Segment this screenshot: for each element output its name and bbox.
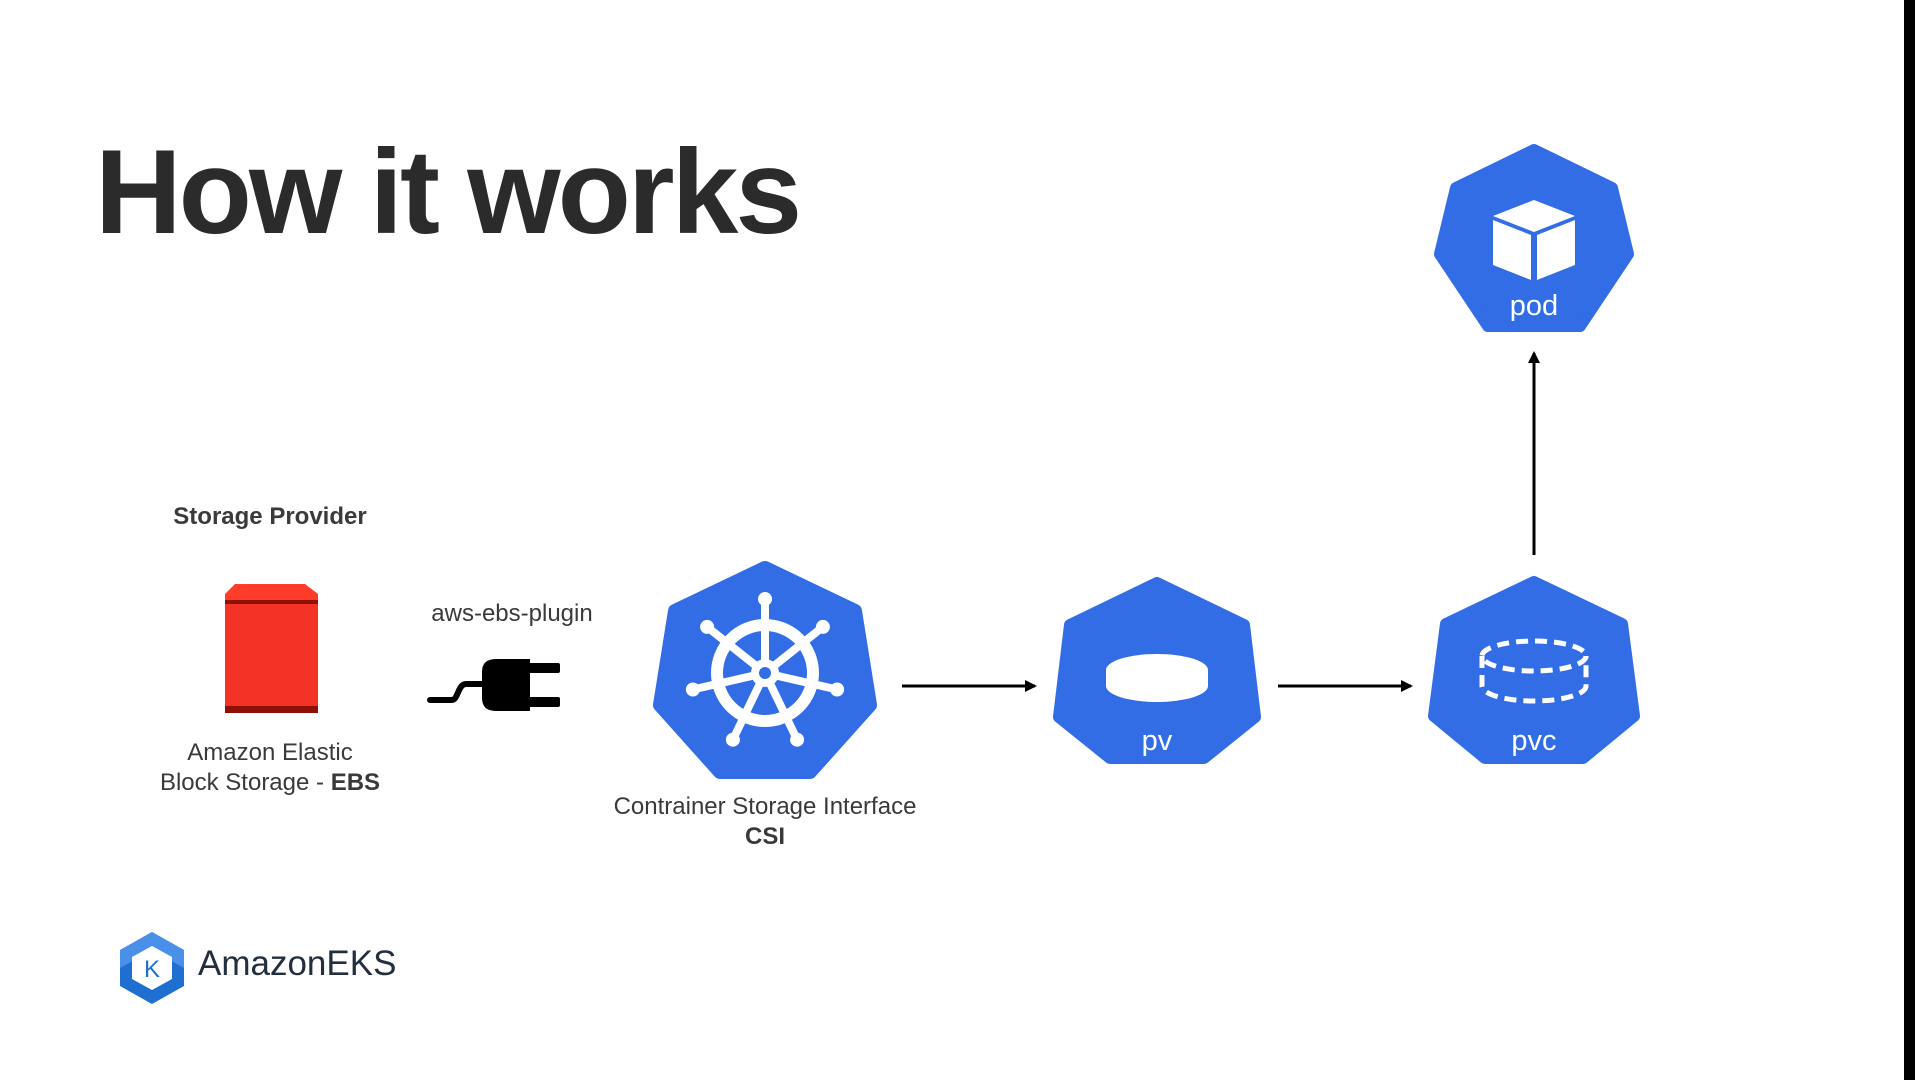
pv-label: pv bbox=[1141, 725, 1173, 757]
csi-caption: Contrainer Storage Interface CSI bbox=[580, 792, 950, 852]
storage-provider-heading: Storage Provider bbox=[173, 503, 367, 530]
plugin-label: aws-ebs-plugin bbox=[431, 600, 593, 627]
cube-icon bbox=[1493, 200, 1575, 280]
ebs-caption: Amazon Elastic Block Storage - EBS bbox=[120, 738, 420, 798]
ebs-caption-line2: Block Storage - EBS bbox=[120, 768, 420, 798]
brand-eks: EKS bbox=[326, 944, 397, 983]
brand-amazon: Amazon bbox=[198, 944, 327, 983]
ebs-caption-line1: Amazon Elastic bbox=[187, 739, 353, 766]
power-plug-icon bbox=[427, 659, 560, 711]
csi-caption-acronym: CSI bbox=[744, 823, 785, 850]
pv-node bbox=[1053, 577, 1261, 764]
volume-claim-dashed-icon bbox=[1479, 638, 1589, 704]
pod-node bbox=[1434, 144, 1634, 332]
svg-text:K: K bbox=[144, 956, 160, 983]
right-edge-border bbox=[1904, 0, 1915, 1080]
ebs-caption-prefix: Block Storage - bbox=[159, 769, 331, 796]
kubernetes-helm-icon bbox=[685, 592, 845, 747]
page-title: How it works bbox=[95, 125, 802, 259]
pod-label: pod bbox=[1509, 290, 1559, 322]
ebs-caption-acronym: EBS bbox=[330, 769, 381, 796]
pvc-node bbox=[1428, 576, 1640, 764]
amazon-eks-brand: AmazonEKS bbox=[198, 946, 396, 981]
volume-disk-icon bbox=[1106, 654, 1208, 702]
amazon-eks-logo-icon: K bbox=[120, 932, 184, 1004]
ebs-volume-icon bbox=[225, 584, 318, 713]
pvc-label: pvc bbox=[1511, 725, 1557, 757]
csi-node bbox=[653, 561, 877, 779]
csi-caption-line1: Contrainer Storage Interface bbox=[613, 793, 917, 820]
